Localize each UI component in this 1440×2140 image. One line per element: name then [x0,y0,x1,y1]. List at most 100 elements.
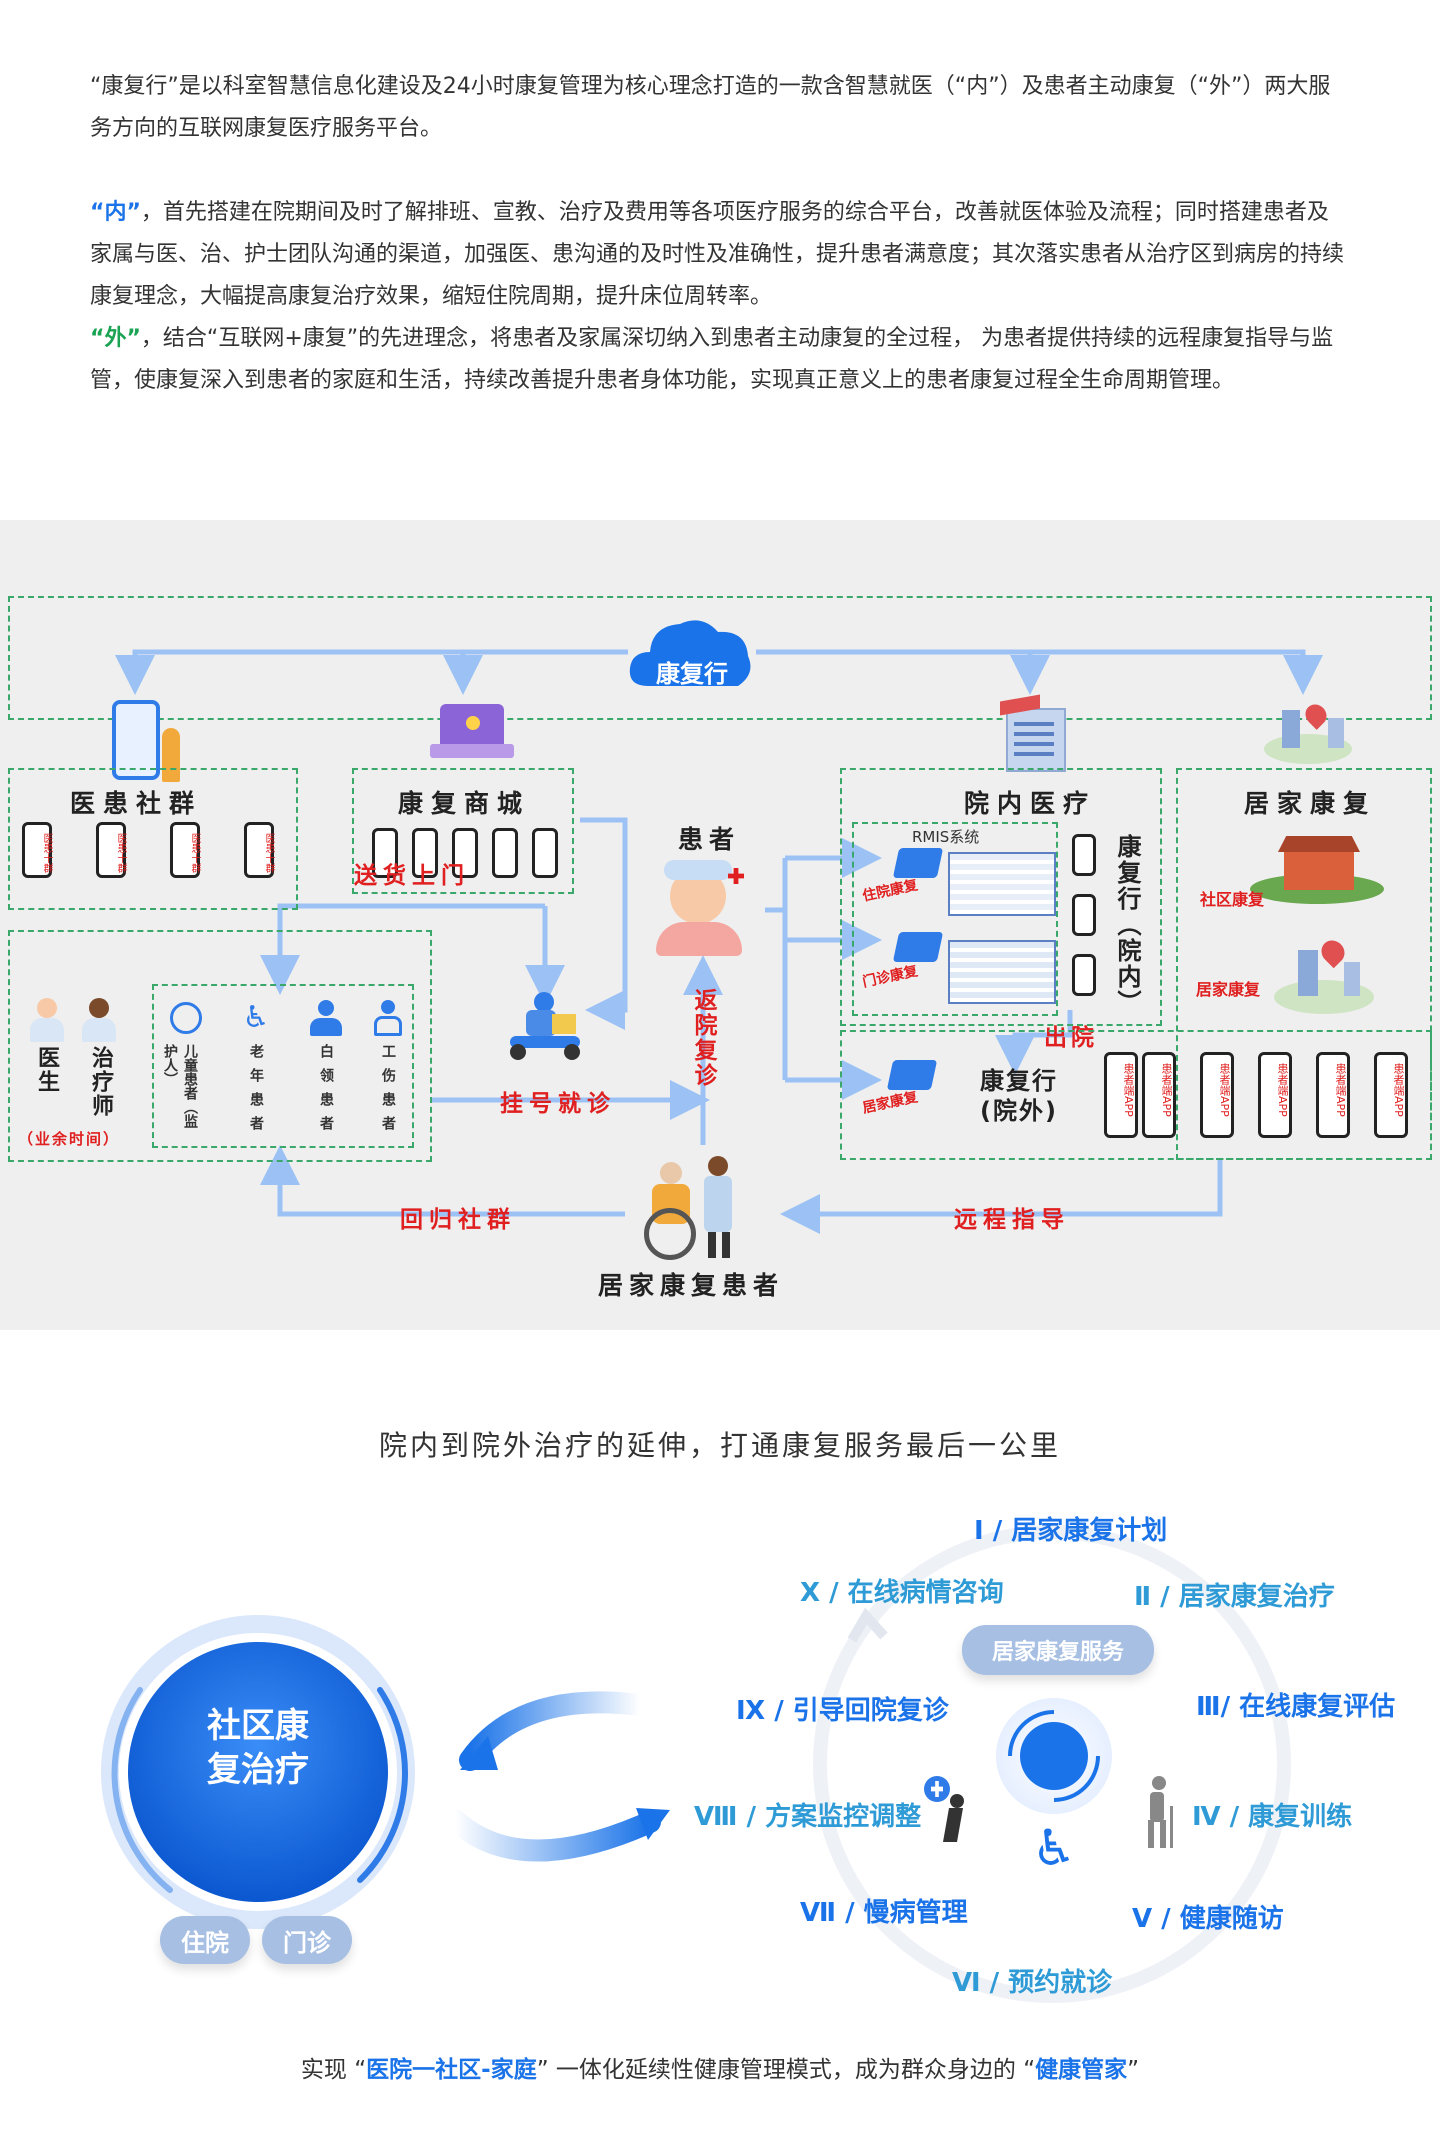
rmis-screen-2 [948,940,1056,1004]
patient-app-3: 患者端APP [1200,1052,1234,1138]
group-injury: 工伤患者 [380,1044,396,1140]
inner-text: ，首先搭建在院期间及时了解排班、宣教、治疗及费用等各项医疗服务的综合平台，改善就… [90,200,1345,309]
group-child: 儿童患者（监护人） [162,1044,198,1128]
phone-label: 医患十群 [189,833,200,873]
walker-icon [922,1776,972,1846]
hub-label: 康复行 [656,660,728,688]
app-inpatient-label: 康复行（院内） [1113,834,1141,1016]
mall-title: 康复商城 [398,789,531,818]
home-title: 居家康复 [1244,789,1377,818]
community-phone-4: 医患十群 [244,822,274,878]
home-rehab-city-icon [1268,930,1378,1020]
home-patient-illustration [644,1156,754,1260]
footer-pre: 实现 “ [300,2057,367,2083]
delivery-label: 送货上门 [354,863,470,889]
service-item-3[interactable]: Ⅲ/ 在线康复评估 [1196,1692,1396,1722]
phone-label: 医患十群 [41,833,52,873]
hub-frame [8,596,1432,720]
intro-text: “康复行”是以科室智慧信息化建设及24小时康复管理为核心理念打造的一款含智慧就医… [90,66,1350,402]
service-item-10[interactable]: Ⅹ / 在线病情咨询 [800,1578,1004,1608]
app-outpatient-frame [840,1030,1432,1160]
register-label: 挂号就诊 [500,1091,616,1117]
inpatient-phone-3 [1072,954,1096,996]
inpatient-phone-1 [1072,834,1096,876]
rmis-frame [852,822,1058,1016]
mall-frame [352,768,574,894]
cane-icon [1138,1776,1178,1850]
community-rehab-tag: 社区康复 [1200,890,1265,909]
service-item-4[interactable]: Ⅳ / 康复训练 [1192,1802,1353,1832]
discharge-label: 出院 [1044,1025,1098,1051]
mall-phone-3 [452,828,478,878]
wheelchair-blue-icon: ♿ [1031,1819,1077,1877]
footer-keyword-1: 医院一社区-家庭 [366,2057,537,2083]
mall-phone-5 [532,828,558,878]
outpatient-pill[interactable]: 门诊 [262,1916,352,1964]
intro-paragraph-inner: “内”，首先搭建在院期间及时了解排班、宣教、治疗及费用等各项医疗服务的综合平台，… [90,192,1350,318]
outer-text: ，结合“互联网+康复”的先进理念，将患者及家属深切纳入到患者主动康复的全过程， … [90,326,1334,393]
hospital-icon [998,694,1070,772]
app-outpatient-line-2: (院外) [980,1097,1058,1125]
group-elderly: 老年患者 [248,1044,264,1140]
center-circle-label: 社区康复治疗 [207,1706,309,1790]
group-office: 白领患者 [318,1044,334,1140]
patient-app-label: 患者端APP [1334,1063,1347,1117]
mall-phone-4 [492,828,518,878]
inner-keyword: “内” [90,200,141,225]
home-service-pill[interactable]: 居家康复服务 [962,1625,1154,1675]
spare-time-label: （业余时间） [18,1130,121,1148]
home-patient-label: 居家康复患者 [598,1271,785,1300]
hub-cloud: 康复行 [628,612,756,694]
inpatient-phone-2 [1072,894,1096,936]
service-item-8[interactable]: Ⅷ / 方案监控调整 [694,1802,922,1832]
footer-post: ” [1127,2057,1140,2083]
app-outpatient-line-1: 康复行 [980,1067,1058,1095]
office-worker-icon [310,1000,342,1036]
service-item-5[interactable]: Ⅴ / 健康随访 [1132,1904,1284,1934]
return-visit-label: 返院复诊 [690,988,716,1088]
patient-app-5: 患者端APP [1316,1052,1350,1138]
inpatient-pill[interactable]: 住院 [160,1916,250,1964]
patient-app-label: 患者端APP [1392,1063,1405,1117]
rmis-label: RMIS系统 [912,828,980,846]
mall-phone-1 [372,828,398,878]
mall-phone-2 [412,828,438,878]
patient-app-6: 患者端APP [1374,1052,1408,1138]
wheelchair-icon: ♿ [242,1000,270,1035]
intro-paragraph-outer: “外”，结合“互联网+康复”的先进理念，将患者及家属深切纳入到患者主动康复的全过… [90,318,1350,402]
service-item-1[interactable]: Ⅰ / 居家康复计划 [974,1516,1168,1546]
doctor-frame [8,930,432,1162]
mall-icon [430,700,514,766]
rmis-screen-1 [948,852,1056,916]
app-outpatient-label: 康复行 (院外) [980,1066,1058,1126]
community-phone-3: 医患十群 [170,822,200,878]
community-rehab-building-icon [1240,830,1390,910]
doctor-label: 医生 [34,1046,59,1094]
service-item-2[interactable]: Ⅱ / 居家康复治疗 [1134,1582,1335,1612]
service-item-7[interactable]: Ⅶ / 慢病管理 [800,1898,968,1928]
patient-groups-frame [152,984,414,1148]
back-to-community-label: 回归社群 [400,1207,516,1233]
injured-worker-icon [372,1000,404,1036]
community-phone-icon [112,700,160,780]
service-item-6[interactable]: Ⅵ / 预约就诊 [952,1968,1113,1998]
inpatient-title: 院内医疗 [964,789,1097,818]
inpatient-frame [840,768,1162,1026]
outer-keyword: “外” [90,326,141,351]
therapist-icon [82,998,116,1042]
home-city-icon [1258,700,1358,770]
patient-app-1: 患者端APP [1104,1052,1138,1138]
patient-app-4: 患者端APP [1258,1052,1292,1138]
service-item-9[interactable]: Ⅸ / 引导回院复诊 [736,1696,949,1726]
community-phone-1: 医患十群 [22,822,52,878]
home-rehab-tag: 居家康复 [1196,980,1261,999]
footer-slogan: 实现 “医院一社区-家庭” 一体化延续性健康管理模式，成为群众身边的 “健康管家… [0,2050,1440,2084]
therapist-label: 治疗师 [88,1046,113,1118]
remote-guidance-label: 远程指导 [954,1207,1070,1233]
patient-icon [640,860,760,960]
patient-app-label: 患者端APP [1122,1063,1135,1117]
patient-app-label: 患者端APP [1276,1063,1289,1117]
child-icon [170,1002,202,1034]
footer-mid: ” 一体化延续性健康管理模式，成为群众身边的 “ [536,2057,1036,2083]
